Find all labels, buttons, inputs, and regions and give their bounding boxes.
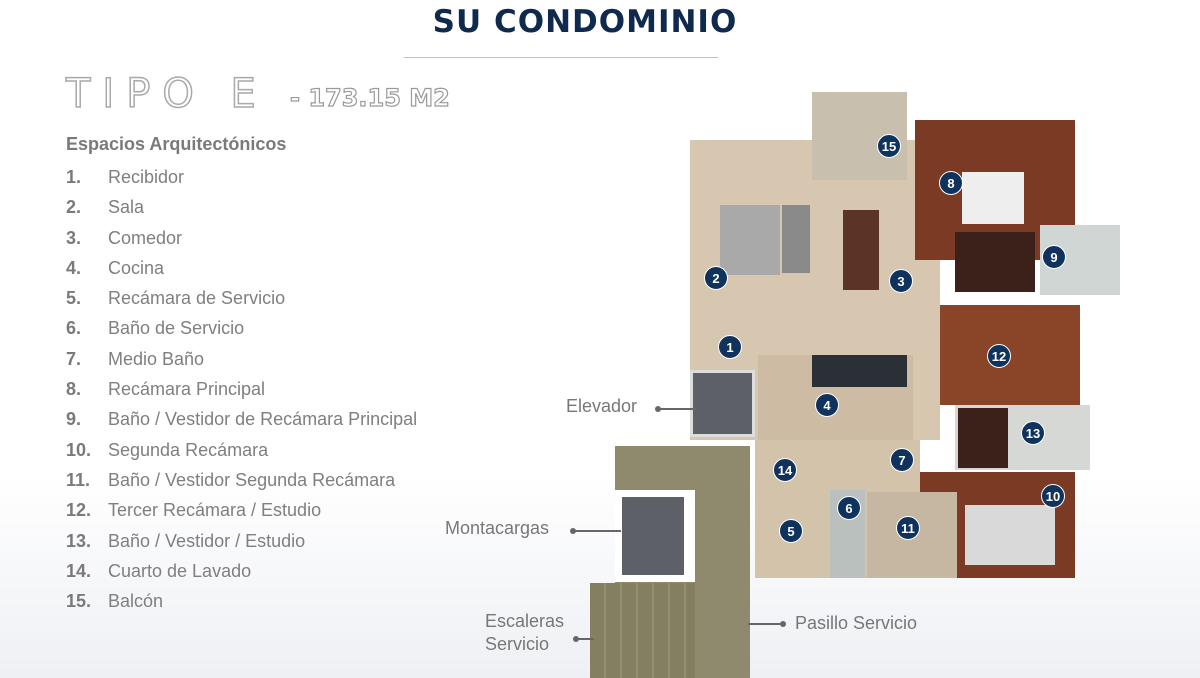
marker-11: 11 <box>896 516 920 540</box>
marker-3: 3 <box>889 269 913 293</box>
list-item: 10.Segunda Recámara <box>66 439 269 460</box>
marker-13: 13 <box>1021 421 1045 445</box>
stairs-label-line1: Escaleras <box>485 611 565 631</box>
list-item: 7.Medio Baño <box>66 348 205 369</box>
list-item: 11.Baño / Vestidor Segunda Recámara <box>66 469 396 490</box>
list-item: 6.Baño de Servicio <box>66 318 245 339</box>
marker-10: 10 <box>1041 484 1065 508</box>
marker-5: 5 <box>779 519 803 543</box>
list-item: 5.Recámara de Servicio <box>66 288 286 309</box>
spaces-heading: Espacios Arquitectónicos <box>66 134 287 154</box>
marker-1: 1 <box>718 335 742 359</box>
marker-14: 14 <box>773 458 797 482</box>
elevator-label: Elevador <box>566 396 638 416</box>
list-item: 8.Recámara Principal <box>66 379 266 400</box>
stairs-leader <box>576 638 594 640</box>
list-item: 3.Comedor <box>66 227 183 248</box>
corridor-label: Pasillo Servicio <box>795 613 918 633</box>
second-beds <box>965 505 1055 565</box>
third-closet <box>958 408 1008 468</box>
marker-2: 2 <box>704 266 728 290</box>
service-stairs <box>590 583 695 678</box>
list-item: 14.Cuarto de Lavado <box>66 560 252 581</box>
list-item: 2.Sala <box>66 197 145 218</box>
marker-12: 12 <box>987 344 1011 368</box>
master-bed <box>962 172 1024 224</box>
dining-table <box>843 210 879 290</box>
unit-type: TIPO E <box>65 71 268 117</box>
page-title: SU CONDOMINIO <box>432 4 738 40</box>
unit-area: - 173.15 M2 <box>289 83 450 112</box>
marker-15: 15 <box>877 134 901 158</box>
list-item: 9.Baño / Vestidor de Recámara Principal <box>66 409 418 430</box>
freight-leader <box>573 530 621 532</box>
spaces-list: 1.Recibidor 2.Sala 3.Comedor 4.Cocina 5.… <box>66 166 417 620</box>
corridor-dot <box>780 621 786 627</box>
elevator-leader <box>658 408 696 410</box>
list-item: 12.Tercer Recámara / Estudio <box>66 500 322 521</box>
marker-7: 7 <box>890 448 914 472</box>
living-rug <box>720 205 780 275</box>
kitchen-island <box>812 355 907 387</box>
marker-4: 4 <box>815 393 839 417</box>
corridor-leader <box>748 623 780 625</box>
master-closet <box>955 232 1035 292</box>
elevator <box>690 370 755 437</box>
title-divider <box>404 57 718 58</box>
freight-label: Montacargas <box>445 518 550 538</box>
stairs-label-line2: Servicio <box>485 634 550 654</box>
sofa <box>782 205 810 273</box>
marker-9: 9 <box>1042 245 1066 269</box>
list-item: 1.Recibidor <box>66 167 185 187</box>
list-item: 13.Baño / Vestidor / Estudio <box>66 530 306 551</box>
list-item: 4.Cocina <box>66 257 165 278</box>
marker-6: 6 <box>837 496 861 520</box>
marker-8: 8 <box>939 171 963 195</box>
list-item: 15.Balcón <box>66 591 164 612</box>
freight-car <box>622 497 684 575</box>
